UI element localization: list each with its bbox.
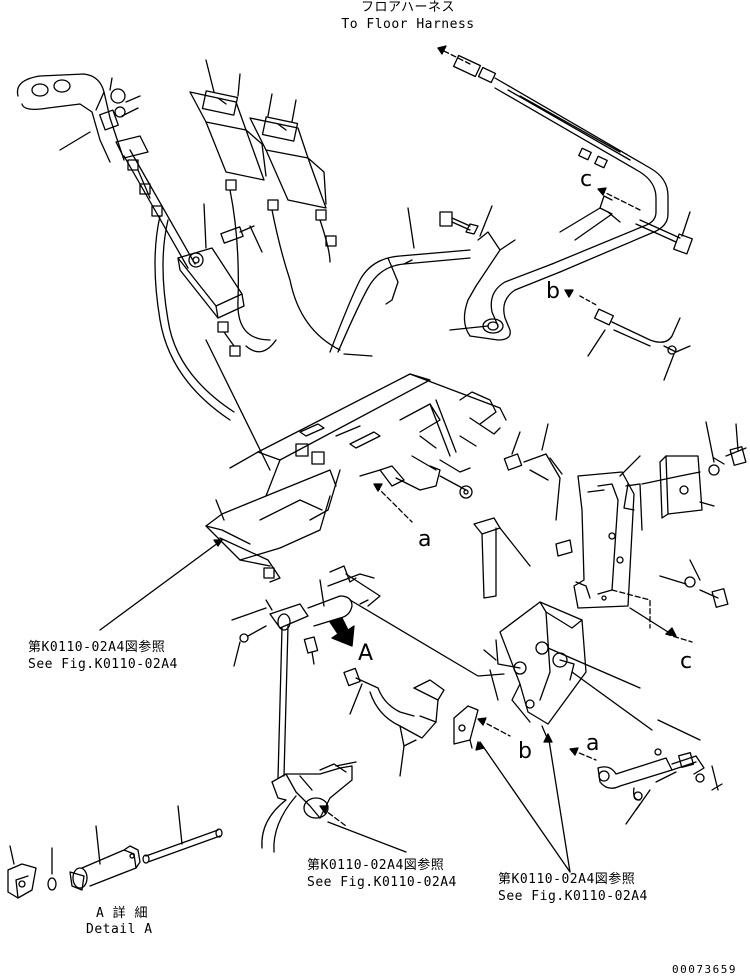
marker-c-top: c bbox=[580, 167, 593, 192]
rocker-switch-1 bbox=[189, 59, 267, 181]
harness-connectors bbox=[578, 147, 608, 169]
pad-plate bbox=[641, 421, 747, 608]
clamp-bracket bbox=[343, 667, 445, 777]
bracket-b-plate bbox=[453, 705, 511, 749]
floor-harness-arrow bbox=[437, 45, 471, 65]
leader-lines-misc bbox=[205, 325, 489, 471]
view-A-arrow bbox=[329, 617, 355, 647]
detail-A-parts bbox=[7, 805, 223, 899]
reference-leaders bbox=[99, 539, 571, 873]
floor-harness-label-jp: フロアハーネス bbox=[361, 0, 455, 15]
reference-left-jp: 第K0110-02A4図参照 bbox=[28, 640, 166, 655]
right-bracket-plate bbox=[555, 455, 693, 643]
bolt-top-right bbox=[635, 211, 693, 255]
joystick-wire-connectors bbox=[127, 159, 235, 421]
joystick-lever bbox=[16, 73, 196, 269]
floor-harness-cable bbox=[452, 54, 669, 341]
pedal-bracket bbox=[261, 761, 357, 853]
bolt-spring-assembly bbox=[359, 455, 441, 523]
marker-a-bottom: a bbox=[586, 731, 600, 756]
reference-bottom-center-en: See Fig.K0110-02A4 bbox=[307, 875, 457, 890]
bushing-pin bbox=[503, 423, 563, 521]
bolt-center-top bbox=[439, 205, 493, 237]
marker-A-arrow: A bbox=[358, 641, 374, 666]
marker-b-top: b bbox=[546, 279, 561, 304]
gas-spring bbox=[569, 719, 723, 825]
detail-A-title-jp: A 詳 細 bbox=[96, 906, 148, 921]
switch-box bbox=[177, 203, 277, 357]
drawing-number: 00073659 bbox=[672, 963, 737, 976]
rocker-switch-2 bbox=[249, 93, 327, 209]
floor-harness-label-en: To Floor Harness bbox=[341, 17, 475, 32]
lever-handle bbox=[473, 517, 531, 599]
detail-A-title-en: Detail A bbox=[86, 922, 153, 937]
cable-loop bbox=[329, 207, 471, 353]
cylinder-assembly bbox=[231, 565, 505, 779]
switch-connectors bbox=[225, 179, 341, 351]
c-arrow-top bbox=[597, 187, 641, 211]
pivot-bracket bbox=[483, 601, 653, 741]
marker-b-bottom: b bbox=[518, 739, 533, 764]
b-connector bbox=[564, 289, 691, 381]
marker-a-center: a bbox=[418, 527, 432, 552]
reference-bottom-center-jp: 第K0110-02A4図参照 bbox=[307, 858, 445, 873]
marker-c-right: c bbox=[680, 649, 693, 674]
reference-bottom-right-jp: 第K0110-02A4図参照 bbox=[498, 872, 636, 887]
console-frame bbox=[205, 373, 507, 583]
reference-left-en: See Fig.K0110-02A4 bbox=[28, 657, 178, 672]
reference-bottom-right-en: See Fig.K0110-02A4 bbox=[498, 889, 648, 904]
